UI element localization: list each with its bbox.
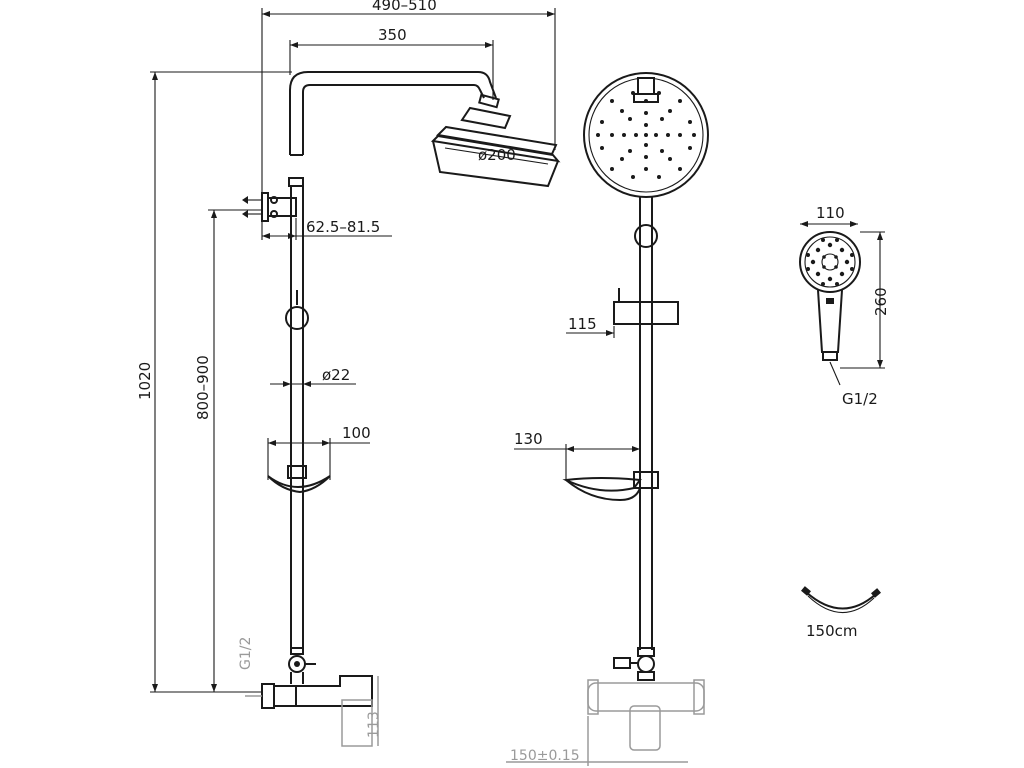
hand-shower (799, 231, 861, 361)
shower-arm (289, 71, 497, 156)
slider-front: 115 (566, 301, 679, 338)
mixer-height-label: 113 (366, 711, 382, 738)
dimension-hand-shower-width: 110 (800, 204, 858, 227)
dimension-hand-shower-length: 260 (840, 231, 890, 369)
head-diameter-label: ø200 (478, 146, 516, 164)
adjustable-height-label: 800–900 (194, 355, 212, 420)
hose-length-label: 150cm (806, 622, 858, 640)
slider-projection-label: 115 (568, 315, 597, 333)
side-view: 490–510 350 ø200 (136, 0, 561, 747)
mixer-side: 113 G1/2 (238, 637, 382, 747)
dimension-bracket-offset: 62.5–81.5 (262, 218, 392, 240)
hand-shower-length-label: 260 (872, 287, 890, 316)
rain-head-front (583, 72, 709, 198)
soap-dish-front: 130 (514, 430, 659, 502)
riser-pipe-side (285, 185, 309, 650)
hand-shower-width-label: 110 (816, 204, 845, 222)
dimension-pipe-diameter: ø22 (270, 366, 356, 387)
pipe-diameter-label: ø22 (322, 366, 350, 384)
front-view: 115 130 150±0. (506, 72, 709, 766)
mixer-front: 150±0.15 (506, 679, 705, 766)
thread-callout: G1/2 (829, 361, 878, 408)
total-projection-label: 490–510 (372, 0, 437, 14)
total-height-label: 1020 (136, 362, 154, 400)
bracket-offset-label: 62.5–81.5 (306, 218, 380, 236)
hose-view: 150cm (801, 586, 881, 640)
diverter-front (613, 647, 655, 681)
wall-bracket-top (242, 177, 304, 222)
dimension-total-height: 1020 (136, 71, 292, 693)
nozzle-pattern (596, 91, 696, 179)
soap-dish-side: 100 (267, 424, 371, 494)
inlet-spacing-label: 150±0.15 (510, 748, 580, 764)
dimension-adjustable-height: 800–900 (194, 209, 262, 692)
soap-dish-width-label: 130 (514, 430, 543, 448)
arm-length-label: 350 (378, 26, 407, 44)
diverter-side (288, 647, 316, 684)
riser-pipe-front (618, 197, 658, 650)
dimension-arm-length: 350 (289, 26, 494, 100)
dimension-total-projection: 490–510 (261, 0, 556, 240)
soap-dish-depth-label: 100 (342, 424, 371, 442)
inlet-thread-label: G1/2 (238, 637, 254, 670)
hand-nozzles (806, 238, 854, 286)
hand-shower-view: 110 (799, 204, 890, 408)
rain-head-side: ø200 (430, 93, 561, 188)
thread-label: G1/2 (842, 390, 878, 408)
